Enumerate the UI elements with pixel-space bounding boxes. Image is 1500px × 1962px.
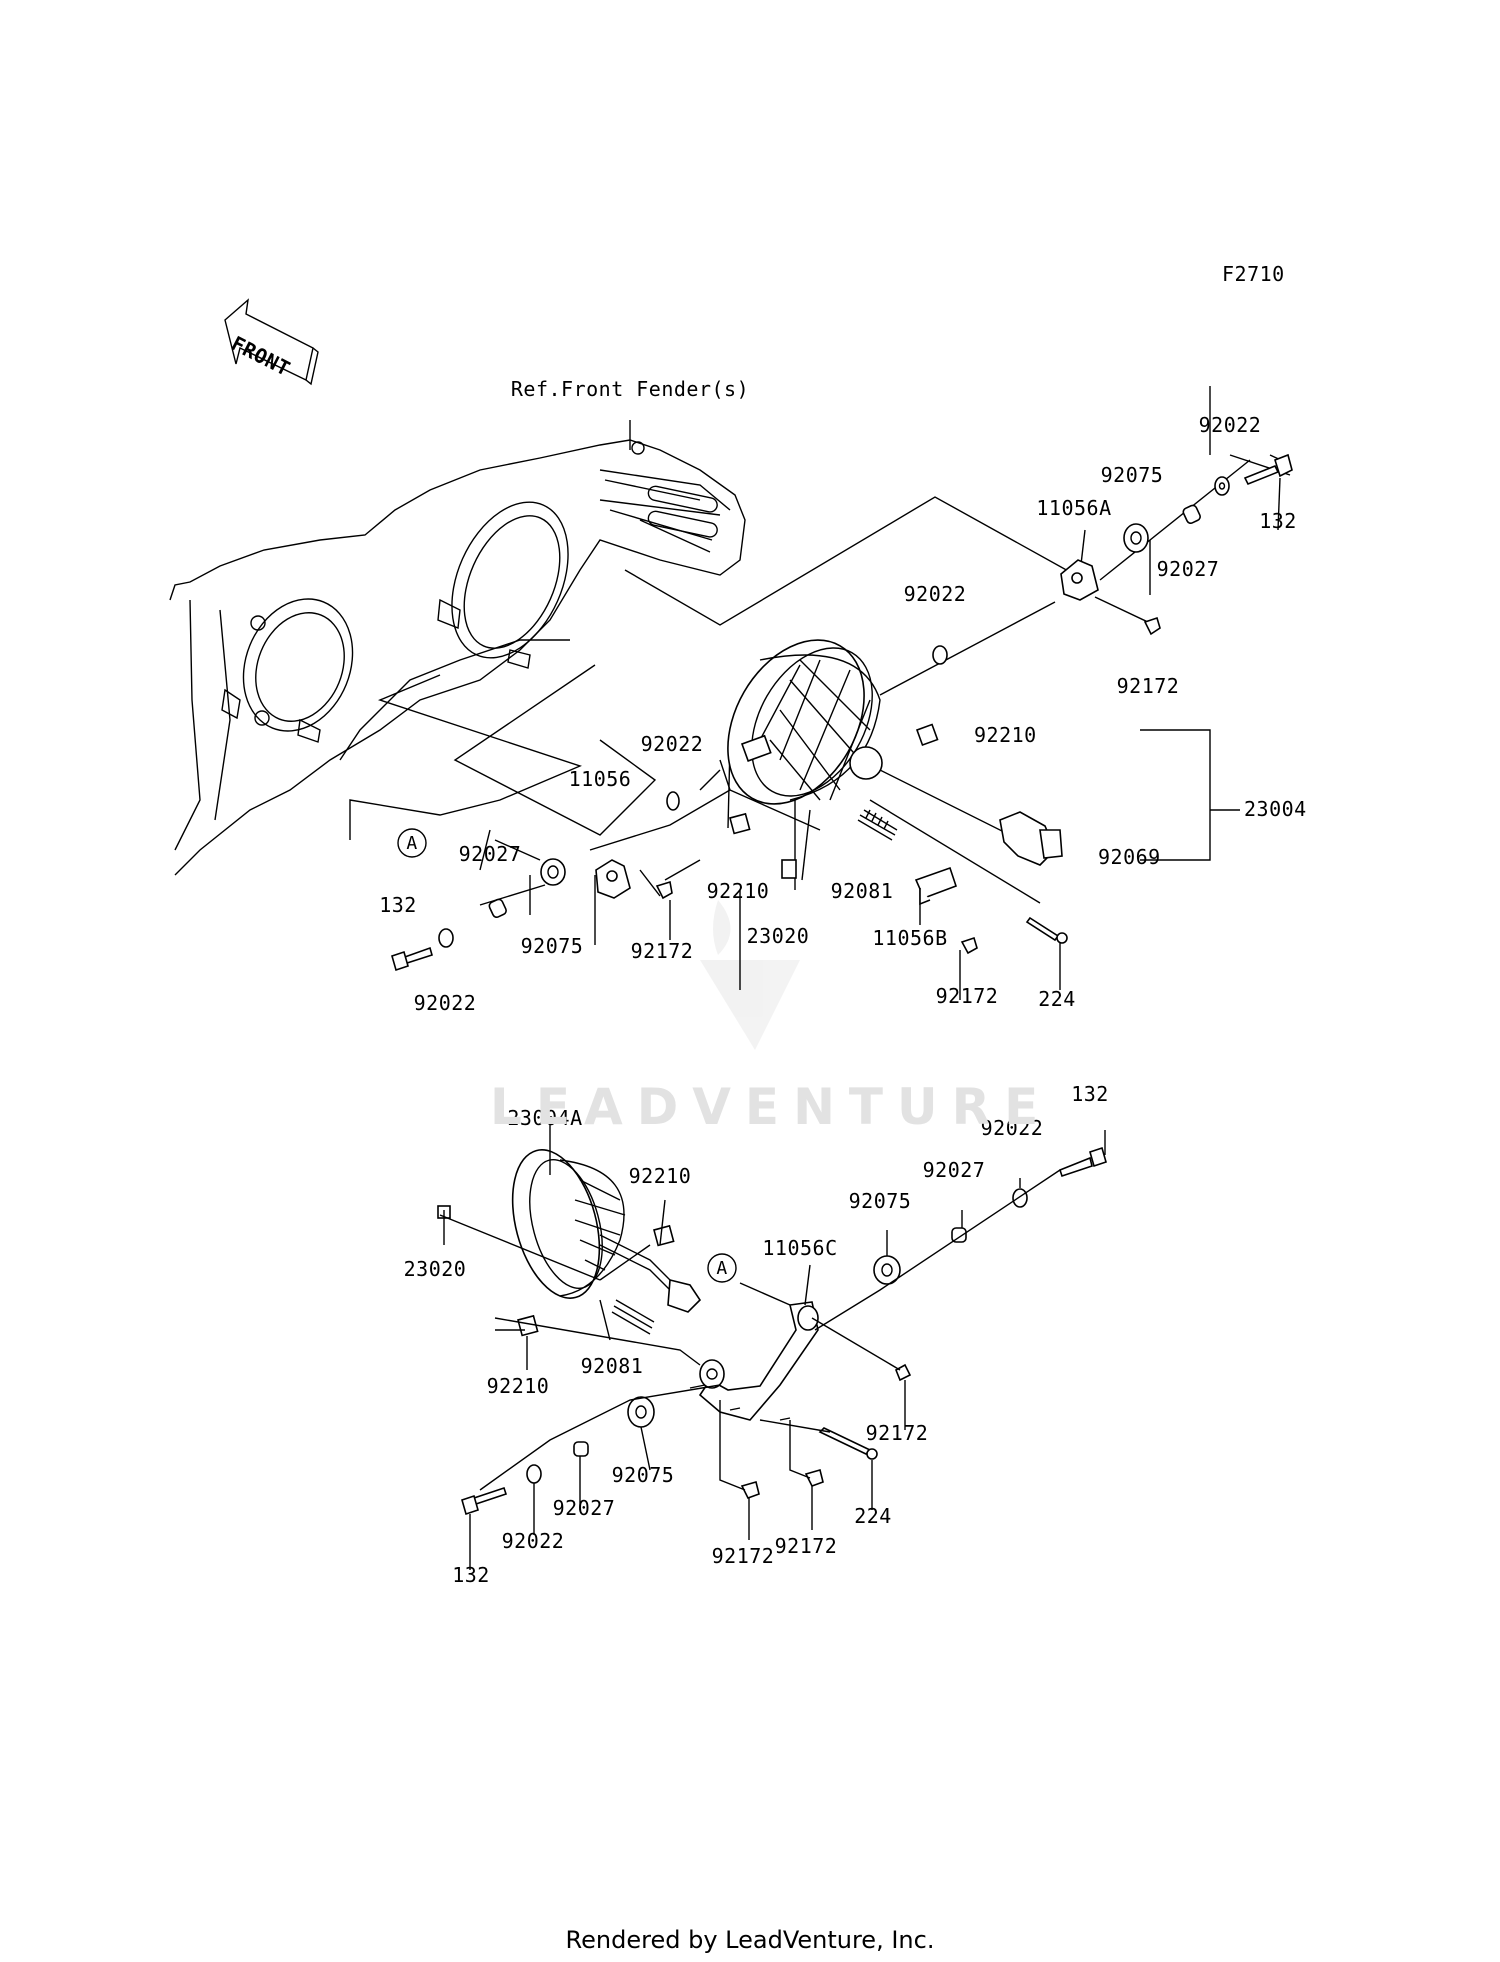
front-fender-drawing bbox=[169, 439, 746, 876]
part-label: 92075 bbox=[848, 1189, 912, 1213]
part-label: 132 bbox=[379, 893, 417, 917]
leadventure-logo-watermark bbox=[700, 900, 800, 1050]
part-label: 92081 bbox=[580, 1354, 644, 1378]
part-label: 11056 bbox=[568, 767, 632, 791]
diagram-code: F2710 bbox=[1222, 262, 1285, 286]
callout-a-lower-label: A bbox=[716, 1258, 728, 1279]
part-label: 11056A bbox=[1036, 496, 1112, 520]
part-label: 92172 bbox=[865, 1421, 929, 1445]
headlight-23004a-drawing bbox=[437, 1149, 702, 1337]
part-label: 11056B bbox=[872, 926, 948, 950]
part-label: 92022 bbox=[1198, 413, 1262, 437]
part-label: 132 bbox=[1071, 1082, 1109, 1106]
part-label: 92022 bbox=[980, 1116, 1044, 1140]
part-label: 92210 bbox=[628, 1164, 692, 1188]
front-arrow-icon bbox=[224, 298, 319, 386]
part-label: 224 bbox=[854, 1504, 892, 1528]
callout-a-lower bbox=[707, 1253, 737, 1283]
part-label: 92172 bbox=[1116, 674, 1180, 698]
callout-a-upper-label: A bbox=[406, 833, 418, 854]
part-label: 23020 bbox=[403, 1257, 467, 1281]
part-label: 92075 bbox=[611, 1463, 675, 1487]
part-label: 92210 bbox=[486, 1374, 550, 1398]
part-label: 132 bbox=[1259, 509, 1297, 533]
upper-hardware-drawing bbox=[391, 453, 1293, 972]
part-label: 92027 bbox=[458, 842, 522, 866]
lower-hardware-drawing bbox=[439, 1120, 1107, 1570]
part-label: 92022 bbox=[903, 582, 967, 606]
part-label: 132 bbox=[452, 1563, 490, 1587]
part-label: 92022 bbox=[413, 991, 477, 1015]
part-label: 23004A bbox=[507, 1106, 583, 1130]
part-label: 92210 bbox=[706, 879, 770, 903]
part-label: 92075 bbox=[1100, 463, 1164, 487]
callout-a-upper bbox=[397, 828, 427, 858]
reference-label: Ref.Front Fender(s) bbox=[510, 377, 750, 401]
part-label: 92027 bbox=[552, 1496, 616, 1520]
part-label: 23004 bbox=[1244, 797, 1307, 821]
part-label: 92210 bbox=[974, 723, 1037, 747]
part-label: 92022 bbox=[640, 732, 704, 756]
part-label: 92172 bbox=[774, 1534, 838, 1558]
part-label: 92172 bbox=[711, 1544, 775, 1568]
part-label: 92075 bbox=[520, 934, 584, 958]
headlight-23004-drawing bbox=[727, 639, 883, 805]
part-label: 92022 bbox=[501, 1529, 565, 1553]
part-label: 224 bbox=[1038, 987, 1076, 1011]
part-label: 92069 bbox=[1098, 845, 1161, 869]
footer-credit: Rendered by LeadVenture, Inc. bbox=[565, 1926, 935, 1954]
part-label: 92027 bbox=[922, 1158, 986, 1182]
part-label: 92027 bbox=[1156, 557, 1220, 581]
part-label: 11056C bbox=[762, 1236, 838, 1260]
part-label: 92172 bbox=[935, 984, 999, 1008]
part-label: 92172 bbox=[630, 939, 694, 963]
watermark-text: LEADVENTURE bbox=[490, 1078, 1053, 1136]
part-label: 92081 bbox=[830, 879, 894, 903]
part-label: 23020 bbox=[746, 924, 810, 948]
